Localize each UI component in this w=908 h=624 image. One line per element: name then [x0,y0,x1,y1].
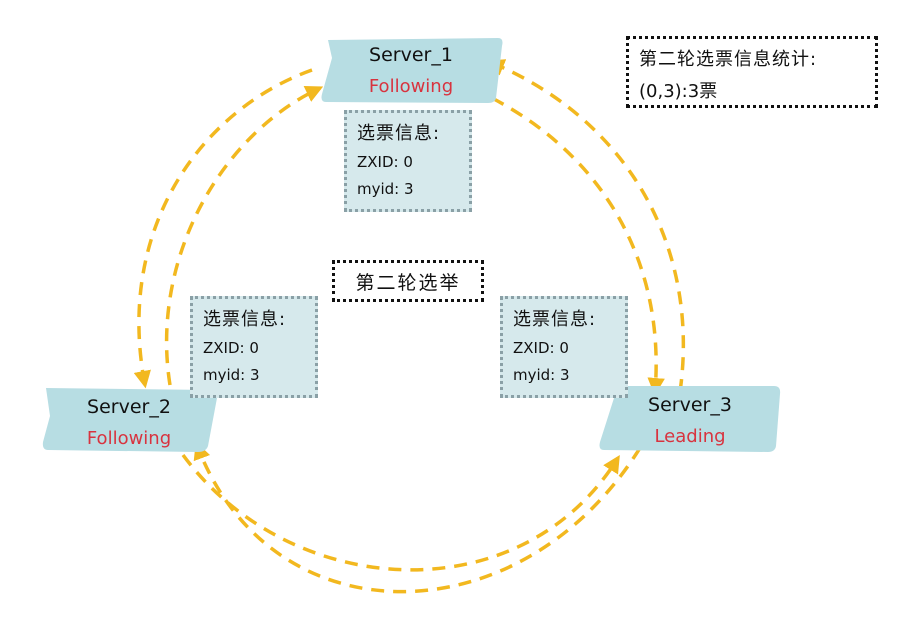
arrow-s2-to-s3 [181,453,620,572]
server-2-role: Following [86,428,172,449]
vote-zxid: ZXID: 0 [357,153,413,171]
arrow-s1-to-s3 [491,96,665,396]
round-label-text: 第二轮选举 [355,271,461,294]
vote-info-server-2: 选票信息: ZXID: 0 myid: 3 [190,296,318,398]
server-1-role: Following [368,76,454,97]
vote-title: 选票信息: [203,309,287,330]
vote-title: 选票信息: [513,309,597,330]
server-1-name: Server_1 [369,44,453,66]
arrow-s2-to-s1 [164,86,324,386]
arrow-s1-to-s2 [133,68,313,389]
server-3-name: Server_3 [648,394,732,416]
stats-title: 第二轮选票信息统计: [639,49,818,70]
server-1-shape [321,38,503,103]
vote-myid: myid: 3 [513,366,570,384]
round-label: 第二轮选举 [332,260,484,302]
vote-title: 选票信息: [357,123,441,144]
vote-myid: myid: 3 [357,180,414,198]
vote-info-server-3: 选票信息: ZXID: 0 myid: 3 [500,296,628,398]
server-3-role: Leading [654,426,726,447]
server-3-node: Server_3 Leading [598,384,782,454]
vote-zxid: ZXID: 0 [513,339,569,357]
arrow-s3-to-s2 [193,441,642,594]
arrow-s3-to-s1 [486,59,685,393]
stats-result: (0,3):3票 [639,81,718,102]
server-2-node: Server_2 Following [38,386,220,454]
vote-stats-box: 第二轮选票信息统计: (0,3):3票 [626,36,878,108]
server-2-shape [42,388,218,452]
vote-myid: myid: 3 [203,366,260,384]
vote-info-server-1: 选票信息: ZXID: 0 myid: 3 [344,110,472,212]
server-1-node: Server_1 Following [318,36,504,106]
vote-zxid: ZXID: 0 [203,339,259,357]
server-2-name: Server_2 [87,396,171,418]
server-3-shape [599,386,781,452]
